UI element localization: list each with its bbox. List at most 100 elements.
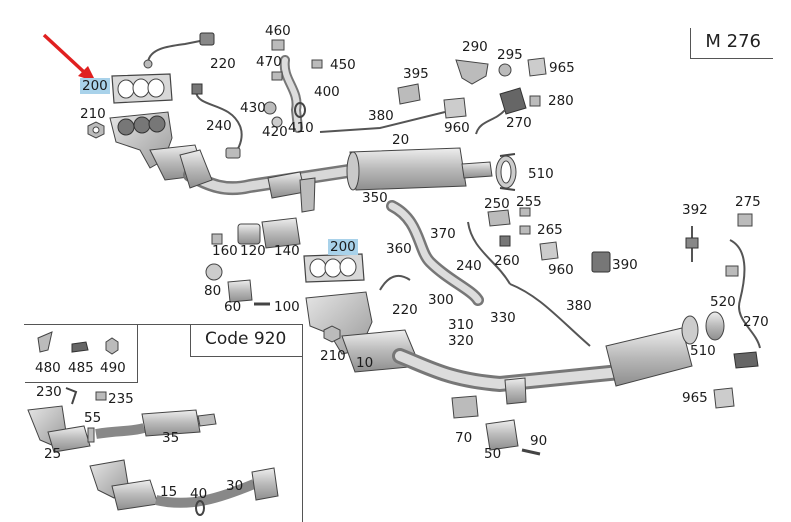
nut-part-210[interactable] bbox=[87, 121, 105, 139]
callout-295[interactable]: 295 bbox=[497, 47, 523, 63]
callout-300[interactable]: 300 bbox=[428, 292, 454, 308]
inset-catalyst-35[interactable] bbox=[95, 409, 217, 439]
callout-210[interactable]: 210 bbox=[80, 106, 106, 122]
pipe-part-300[interactable] bbox=[386, 200, 484, 306]
callout-70[interactable]: 70 bbox=[455, 430, 473, 446]
callout-480[interactable]: 480 bbox=[35, 360, 61, 376]
callout-280[interactable]: 280 bbox=[548, 93, 574, 109]
callout-410[interactable]: 410 bbox=[288, 120, 314, 136]
mount-part-140[interactable] bbox=[261, 217, 301, 249]
callout-310[interactable]: 310 bbox=[448, 317, 474, 333]
callout-235[interactable]: 235 bbox=[108, 391, 134, 407]
bracket-part-965-top[interactable] bbox=[527, 57, 547, 77]
inset-small-parts-55-230-235[interactable] bbox=[65, 387, 107, 443]
inset-manifold-25[interactable] bbox=[27, 405, 91, 453]
callout-30[interactable]: 30 bbox=[226, 478, 244, 494]
callout-430[interactable]: 430 bbox=[240, 100, 266, 116]
callout-220[interactable]: 220 bbox=[210, 56, 236, 72]
callout-330[interactable]: 330 bbox=[490, 310, 516, 326]
small-parts-250-265[interactable] bbox=[487, 207, 559, 261]
clamp-part-510-lower[interactable] bbox=[681, 311, 725, 345]
sensor-cable-380-top[interactable] bbox=[319, 111, 446, 133]
connector-part-390[interactable] bbox=[591, 251, 611, 273]
exhaust-pipe-lower[interactable] bbox=[392, 327, 693, 405]
callout-400[interactable]: 400 bbox=[314, 84, 340, 100]
hanger-part-290[interactable] bbox=[455, 59, 489, 85]
callout-250[interactable]: 250 bbox=[484, 196, 510, 212]
bracket-part-965-lower[interactable] bbox=[713, 387, 735, 409]
callout-360[interactable]: 360 bbox=[386, 241, 412, 257]
callout-220-center[interactable]: 220 bbox=[392, 302, 418, 318]
callout-120[interactable]: 120 bbox=[240, 243, 266, 259]
callout-35[interactable]: 35 bbox=[162, 430, 180, 446]
rubber-mount-50[interactable] bbox=[485, 419, 519, 451]
callout-80[interactable]: 80 bbox=[204, 283, 222, 299]
callout-380-center[interactable]: 380 bbox=[566, 298, 592, 314]
mount-part-60[interactable] bbox=[227, 279, 253, 303]
callout-320[interactable]: 320 bbox=[448, 333, 474, 349]
small-parts-295[interactable] bbox=[498, 63, 512, 77]
callout-210-center[interactable]: 210 bbox=[320, 348, 346, 364]
callout-450[interactable]: 450 bbox=[330, 57, 356, 73]
callout-265[interactable]: 265 bbox=[537, 222, 563, 238]
oxygen-sensor-220[interactable] bbox=[143, 32, 215, 69]
callout-260[interactable]: 260 bbox=[494, 253, 520, 269]
part-392[interactable] bbox=[685, 226, 699, 262]
clamp-part-510[interactable] bbox=[495, 153, 517, 191]
callout-240[interactable]: 240 bbox=[206, 118, 232, 134]
callout-40[interactable]: 40 bbox=[190, 486, 208, 502]
sensor-cables-240-380[interactable] bbox=[467, 221, 591, 347]
callout-965-top[interactable]: 965 bbox=[549, 60, 575, 76]
callout-485[interactable]: 485 bbox=[68, 360, 94, 376]
bolt-part-90[interactable] bbox=[521, 448, 541, 456]
bolt-part-160[interactable] bbox=[211, 233, 223, 245]
mount-part-120[interactable] bbox=[237, 223, 261, 245]
callout-965-lower[interactable]: 965 bbox=[682, 390, 708, 406]
nut-part-210-center[interactable] bbox=[323, 325, 341, 343]
callout-60[interactable]: 60 bbox=[224, 299, 242, 315]
callout-15[interactable]: 15 bbox=[160, 484, 178, 500]
callout-140[interactable]: 140 bbox=[274, 243, 300, 259]
hanger-part-395[interactable] bbox=[397, 83, 421, 105]
callout-270-lower[interactable]: 270 bbox=[743, 314, 769, 330]
callout-470[interactable]: 470 bbox=[256, 54, 282, 70]
oxygen-sensor-240[interactable] bbox=[191, 83, 243, 159]
callout-960-top[interactable]: 960 bbox=[444, 120, 470, 136]
callout-380-top[interactable]: 380 bbox=[368, 108, 394, 124]
mount-part-80[interactable] bbox=[205, 263, 223, 281]
callout-10[interactable]: 10 bbox=[356, 355, 374, 371]
callout-510-top[interactable]: 510 bbox=[528, 166, 554, 182]
gasket-part-200[interactable] bbox=[111, 73, 173, 104]
callout-50[interactable]: 50 bbox=[484, 446, 502, 462]
callout-255[interactable]: 255 bbox=[516, 194, 542, 210]
sensor-part-270-top[interactable] bbox=[475, 87, 541, 135]
exhaust-pipe-upper[interactable] bbox=[179, 149, 362, 213]
callout-390[interactable]: 390 bbox=[612, 257, 638, 273]
callout-350[interactable]: 350 bbox=[362, 190, 388, 206]
oxygen-sensor-220-center[interactable] bbox=[379, 274, 411, 291]
callout-200-highlighted[interactable]: 200 bbox=[80, 78, 110, 94]
callout-200-center-highlighted[interactable]: 200 bbox=[328, 239, 358, 255]
callout-160[interactable]: 160 bbox=[212, 243, 238, 259]
hanger-part-70[interactable] bbox=[451, 395, 479, 419]
callout-370[interactable]: 370 bbox=[430, 226, 456, 242]
callout-490[interactable]: 490 bbox=[100, 360, 126, 376]
part-275[interactable] bbox=[737, 213, 753, 227]
callout-25[interactable]: 25 bbox=[44, 446, 62, 462]
callout-100[interactable]: 100 bbox=[274, 299, 300, 315]
small-parts-430-420[interactable] bbox=[263, 59, 323, 128]
bracket-part-960-top[interactable] bbox=[443, 97, 467, 119]
callout-230[interactable]: 230 bbox=[36, 384, 62, 400]
callout-290[interactable]: 290 bbox=[462, 39, 488, 55]
inset-pipe-30-40[interactable] bbox=[154, 467, 279, 516]
callout-392[interactable]: 392 bbox=[682, 202, 708, 218]
callout-520[interactable]: 520 bbox=[710, 294, 736, 310]
callout-510-lower[interactable]: 510 bbox=[690, 343, 716, 359]
inset-parts-480-490[interactable] bbox=[37, 331, 119, 355]
callout-420[interactable]: 420 bbox=[262, 124, 288, 140]
callout-90[interactable]: 90 bbox=[530, 433, 548, 449]
inset-manifold-15[interactable] bbox=[89, 459, 159, 511]
callout-20[interactable]: 20 bbox=[392, 132, 410, 148]
callout-275[interactable]: 275 bbox=[735, 194, 761, 210]
callout-395[interactable]: 395 bbox=[403, 66, 429, 82]
